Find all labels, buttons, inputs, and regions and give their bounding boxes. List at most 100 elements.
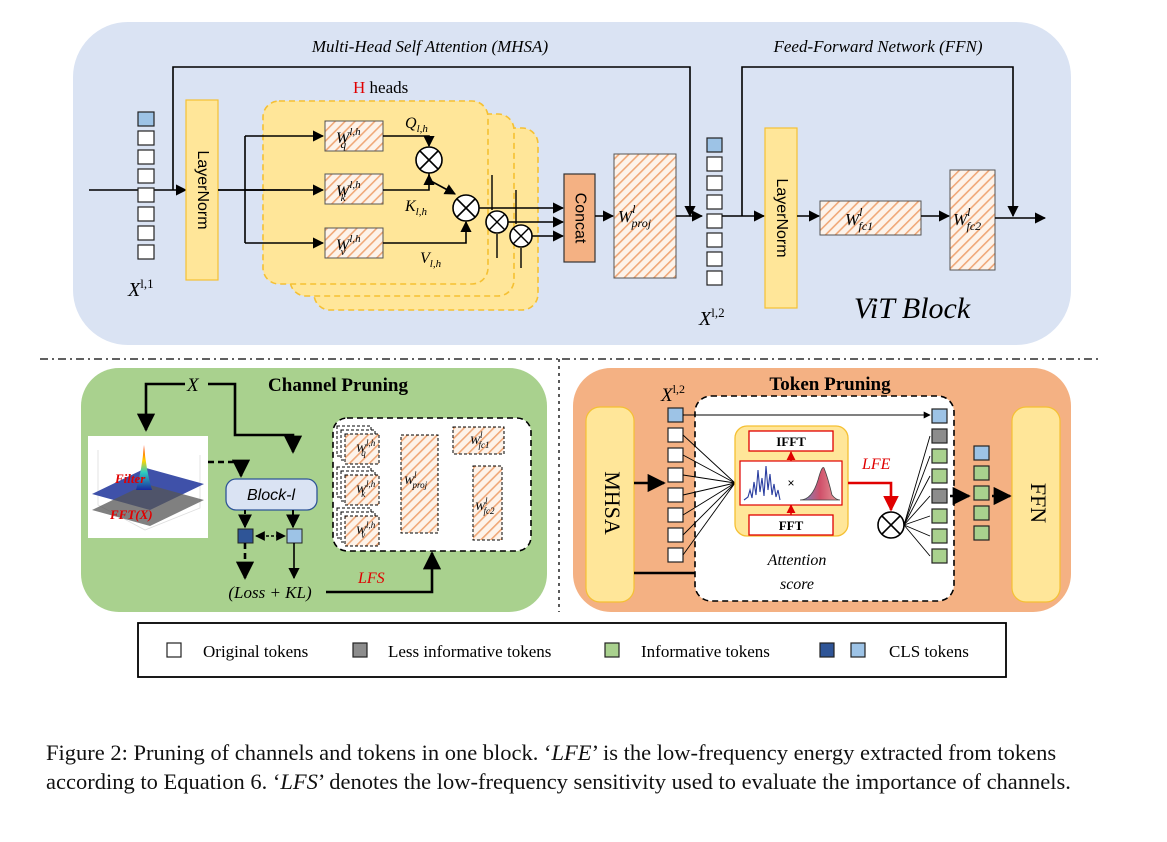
caption-part-1: Figure 2: Pruning of channels and tokens… xyxy=(46,740,552,765)
legend-swatch-informative xyxy=(604,642,620,658)
token-input-column xyxy=(667,407,684,563)
fanin-line xyxy=(682,474,736,484)
fanin-line xyxy=(682,482,736,516)
qk-to-v-arrow xyxy=(428,173,456,195)
token xyxy=(706,213,723,229)
fanin-line xyxy=(682,482,736,556)
multiply-qk-cross xyxy=(419,150,439,170)
token-fanin-lines xyxy=(682,434,736,556)
weight-slice xyxy=(344,474,380,506)
cls-token-dark xyxy=(237,528,254,544)
weight-slice xyxy=(344,433,380,465)
fanout-line xyxy=(903,524,931,537)
fft-plane xyxy=(92,484,204,526)
cls-token xyxy=(137,111,155,127)
filter-label: Filter xyxy=(114,471,146,486)
token xyxy=(706,175,723,191)
informative-token xyxy=(973,485,990,501)
token-ffn-label: FFN xyxy=(1026,483,1051,523)
scored-token-column xyxy=(931,408,948,564)
cls-token xyxy=(973,445,990,461)
legend-swatch-cls-light xyxy=(850,642,866,658)
legend-label-informative: Informative tokens xyxy=(641,642,770,661)
ifft-box xyxy=(748,430,834,452)
multiply-cross xyxy=(512,227,530,245)
q-label: Ql,h xyxy=(405,115,428,135)
legend-swatch-cls-dark xyxy=(819,642,835,658)
concat-block xyxy=(563,173,596,263)
layernorm-2 xyxy=(764,127,798,309)
token xyxy=(667,507,684,523)
token xyxy=(137,244,155,260)
token xyxy=(706,232,723,248)
fanout-line xyxy=(903,515,931,526)
loss-label: (Loss + KL) xyxy=(228,583,312,602)
input-token-column xyxy=(137,111,155,260)
channel-x-label: X xyxy=(186,375,200,396)
heads-label: H heads xyxy=(353,78,408,97)
fanin-line xyxy=(682,434,736,484)
informative-token xyxy=(973,505,990,521)
k-label: Kl,h xyxy=(404,198,427,218)
ffn-skip-connection xyxy=(741,66,1019,218)
fanout-line xyxy=(903,455,931,526)
informative-token xyxy=(931,528,948,544)
legend-swatch-original xyxy=(166,642,182,658)
fanout-line xyxy=(903,435,931,526)
legend-label-cls: CLS tokens xyxy=(889,642,969,661)
token xyxy=(137,187,155,203)
pruned-token-column xyxy=(973,445,990,541)
informative-token xyxy=(931,548,948,564)
x-to-block-arrow xyxy=(208,382,303,454)
layernorm-2-label: LayerNorm xyxy=(773,178,790,257)
vit-block-label: ViT Block xyxy=(854,292,971,325)
token xyxy=(137,130,155,146)
multiply-cross xyxy=(488,213,506,231)
token xyxy=(137,149,155,165)
wproj-weight xyxy=(613,153,677,279)
q-arrow xyxy=(383,135,435,148)
mhsa-title: Multi-Head Self Attention (MHSA) xyxy=(311,37,549,56)
layernorm-1 xyxy=(185,99,219,281)
mid-token-label: Xl,2 xyxy=(698,305,725,330)
v-label: Vl,h xyxy=(420,250,442,270)
token-mhsa-label: MHSA xyxy=(600,471,625,535)
fanin-line xyxy=(682,482,736,496)
concat-label: Concat xyxy=(571,193,588,244)
token xyxy=(667,527,684,543)
v-arrow xyxy=(383,220,472,244)
block-l-label: Block-l xyxy=(247,487,295,504)
input-token-label: Xl,1 xyxy=(127,276,154,301)
fanout-line xyxy=(903,495,931,526)
lfs-arrow xyxy=(326,551,442,594)
mhsa-skip-connection xyxy=(172,66,696,218)
wv-weight xyxy=(324,227,384,259)
mid-token-column xyxy=(706,137,723,286)
caption-lfe: LFE xyxy=(551,740,592,765)
spectrum-signal xyxy=(743,465,781,501)
less-informative-token xyxy=(931,428,948,444)
caption-part-2: ’ is the low-frequency energy extracted … xyxy=(46,740,1062,794)
token xyxy=(137,168,155,184)
token-fanout-lines xyxy=(903,435,931,557)
plot-axes xyxy=(97,450,201,531)
token xyxy=(667,547,684,563)
fanout-line xyxy=(903,475,931,526)
wk-weight xyxy=(324,173,384,205)
informative-token xyxy=(931,448,948,464)
ifft-label: IFFT xyxy=(776,434,806,449)
figure-caption: Figure 2: Pruning of channels and tokens… xyxy=(46,738,1126,796)
wfc2-weight xyxy=(949,169,996,271)
multiply-cross xyxy=(456,198,476,218)
lfe-label: LFE xyxy=(861,456,891,473)
lfs-label: LFS xyxy=(357,570,385,587)
